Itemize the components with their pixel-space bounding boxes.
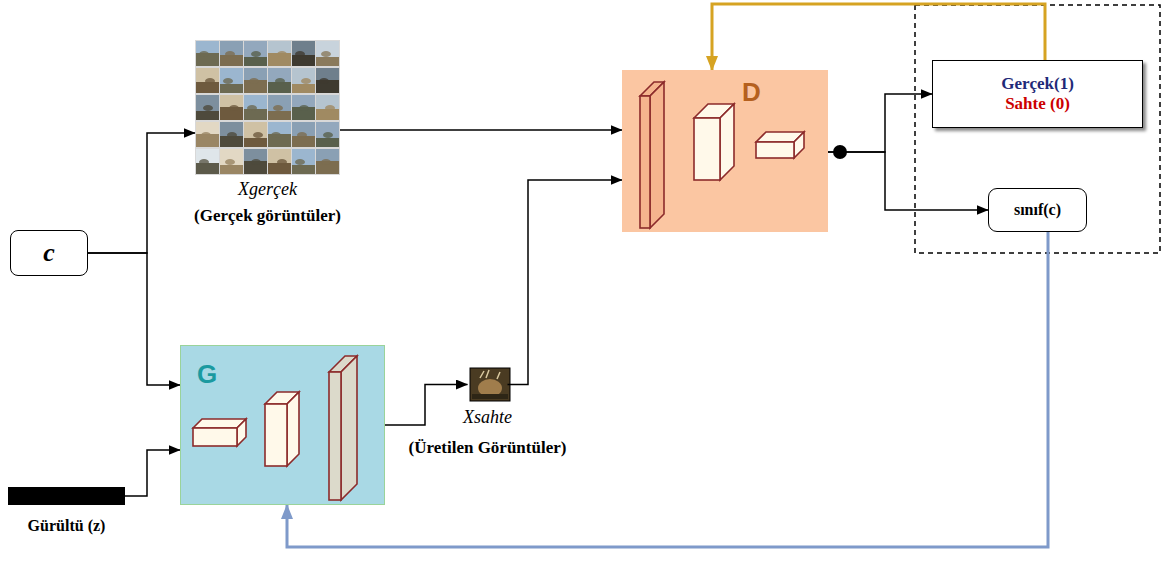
layer-block (193, 419, 246, 446)
connector-arrow (828, 94, 932, 152)
noise-vector: Gürültü (z) (8, 487, 125, 535)
image-frame (195, 40, 340, 175)
real-fake-output: Gerçek(1)Sahte (0) (932, 60, 1143, 128)
layer-block (640, 82, 664, 228)
node-label: (Üretilen Görüntüler) (409, 438, 567, 458)
discriminator-box: D (622, 70, 828, 232)
connector-arrow (340, 129, 622, 131)
node-label: Xgerçek (238, 179, 297, 200)
node-label: Xsahte (463, 407, 512, 428)
connector-arrow (88, 253, 180, 385)
layer-block (694, 104, 734, 180)
node-label: c (37, 238, 61, 268)
node-label: (Gerçek görüntüler) (194, 206, 341, 226)
layer-block (756, 132, 804, 158)
class-output: sınıf(c) (988, 188, 1087, 232)
connector-arrow (88, 133, 195, 253)
layer-block (329, 356, 357, 500)
connector-arrow (287, 232, 1048, 547)
connector-arrow (385, 385, 468, 426)
connector-arrow (508, 180, 623, 385)
real-image-grid (195, 40, 340, 175)
condition-box: c (10, 230, 88, 276)
node-label: sınıf(c) (1008, 201, 1067, 219)
node-label: G (197, 360, 217, 390)
connector-arrow (828, 152, 988, 210)
output-group-frame (915, 5, 1160, 253)
node-label: Gürültü (z) (27, 517, 107, 535)
noise-bar (8, 487, 125, 505)
layer-blocks (622, 70, 828, 232)
layer-block (265, 392, 299, 466)
node-label: D (742, 78, 761, 108)
connector-arrow (125, 450, 180, 496)
generator-box: G (180, 345, 385, 505)
image-frame (468, 368, 508, 401)
generated-images: Xsahte (Üretilen Görüntüler) (380, 368, 595, 457)
node-label: Sahte (0) (999, 94, 1076, 114)
node-label: Gerçek(1) (995, 74, 1080, 94)
real-images: Xgerçek (Gerçek görüntüler) (185, 40, 350, 225)
generated-image (470, 368, 510, 401)
